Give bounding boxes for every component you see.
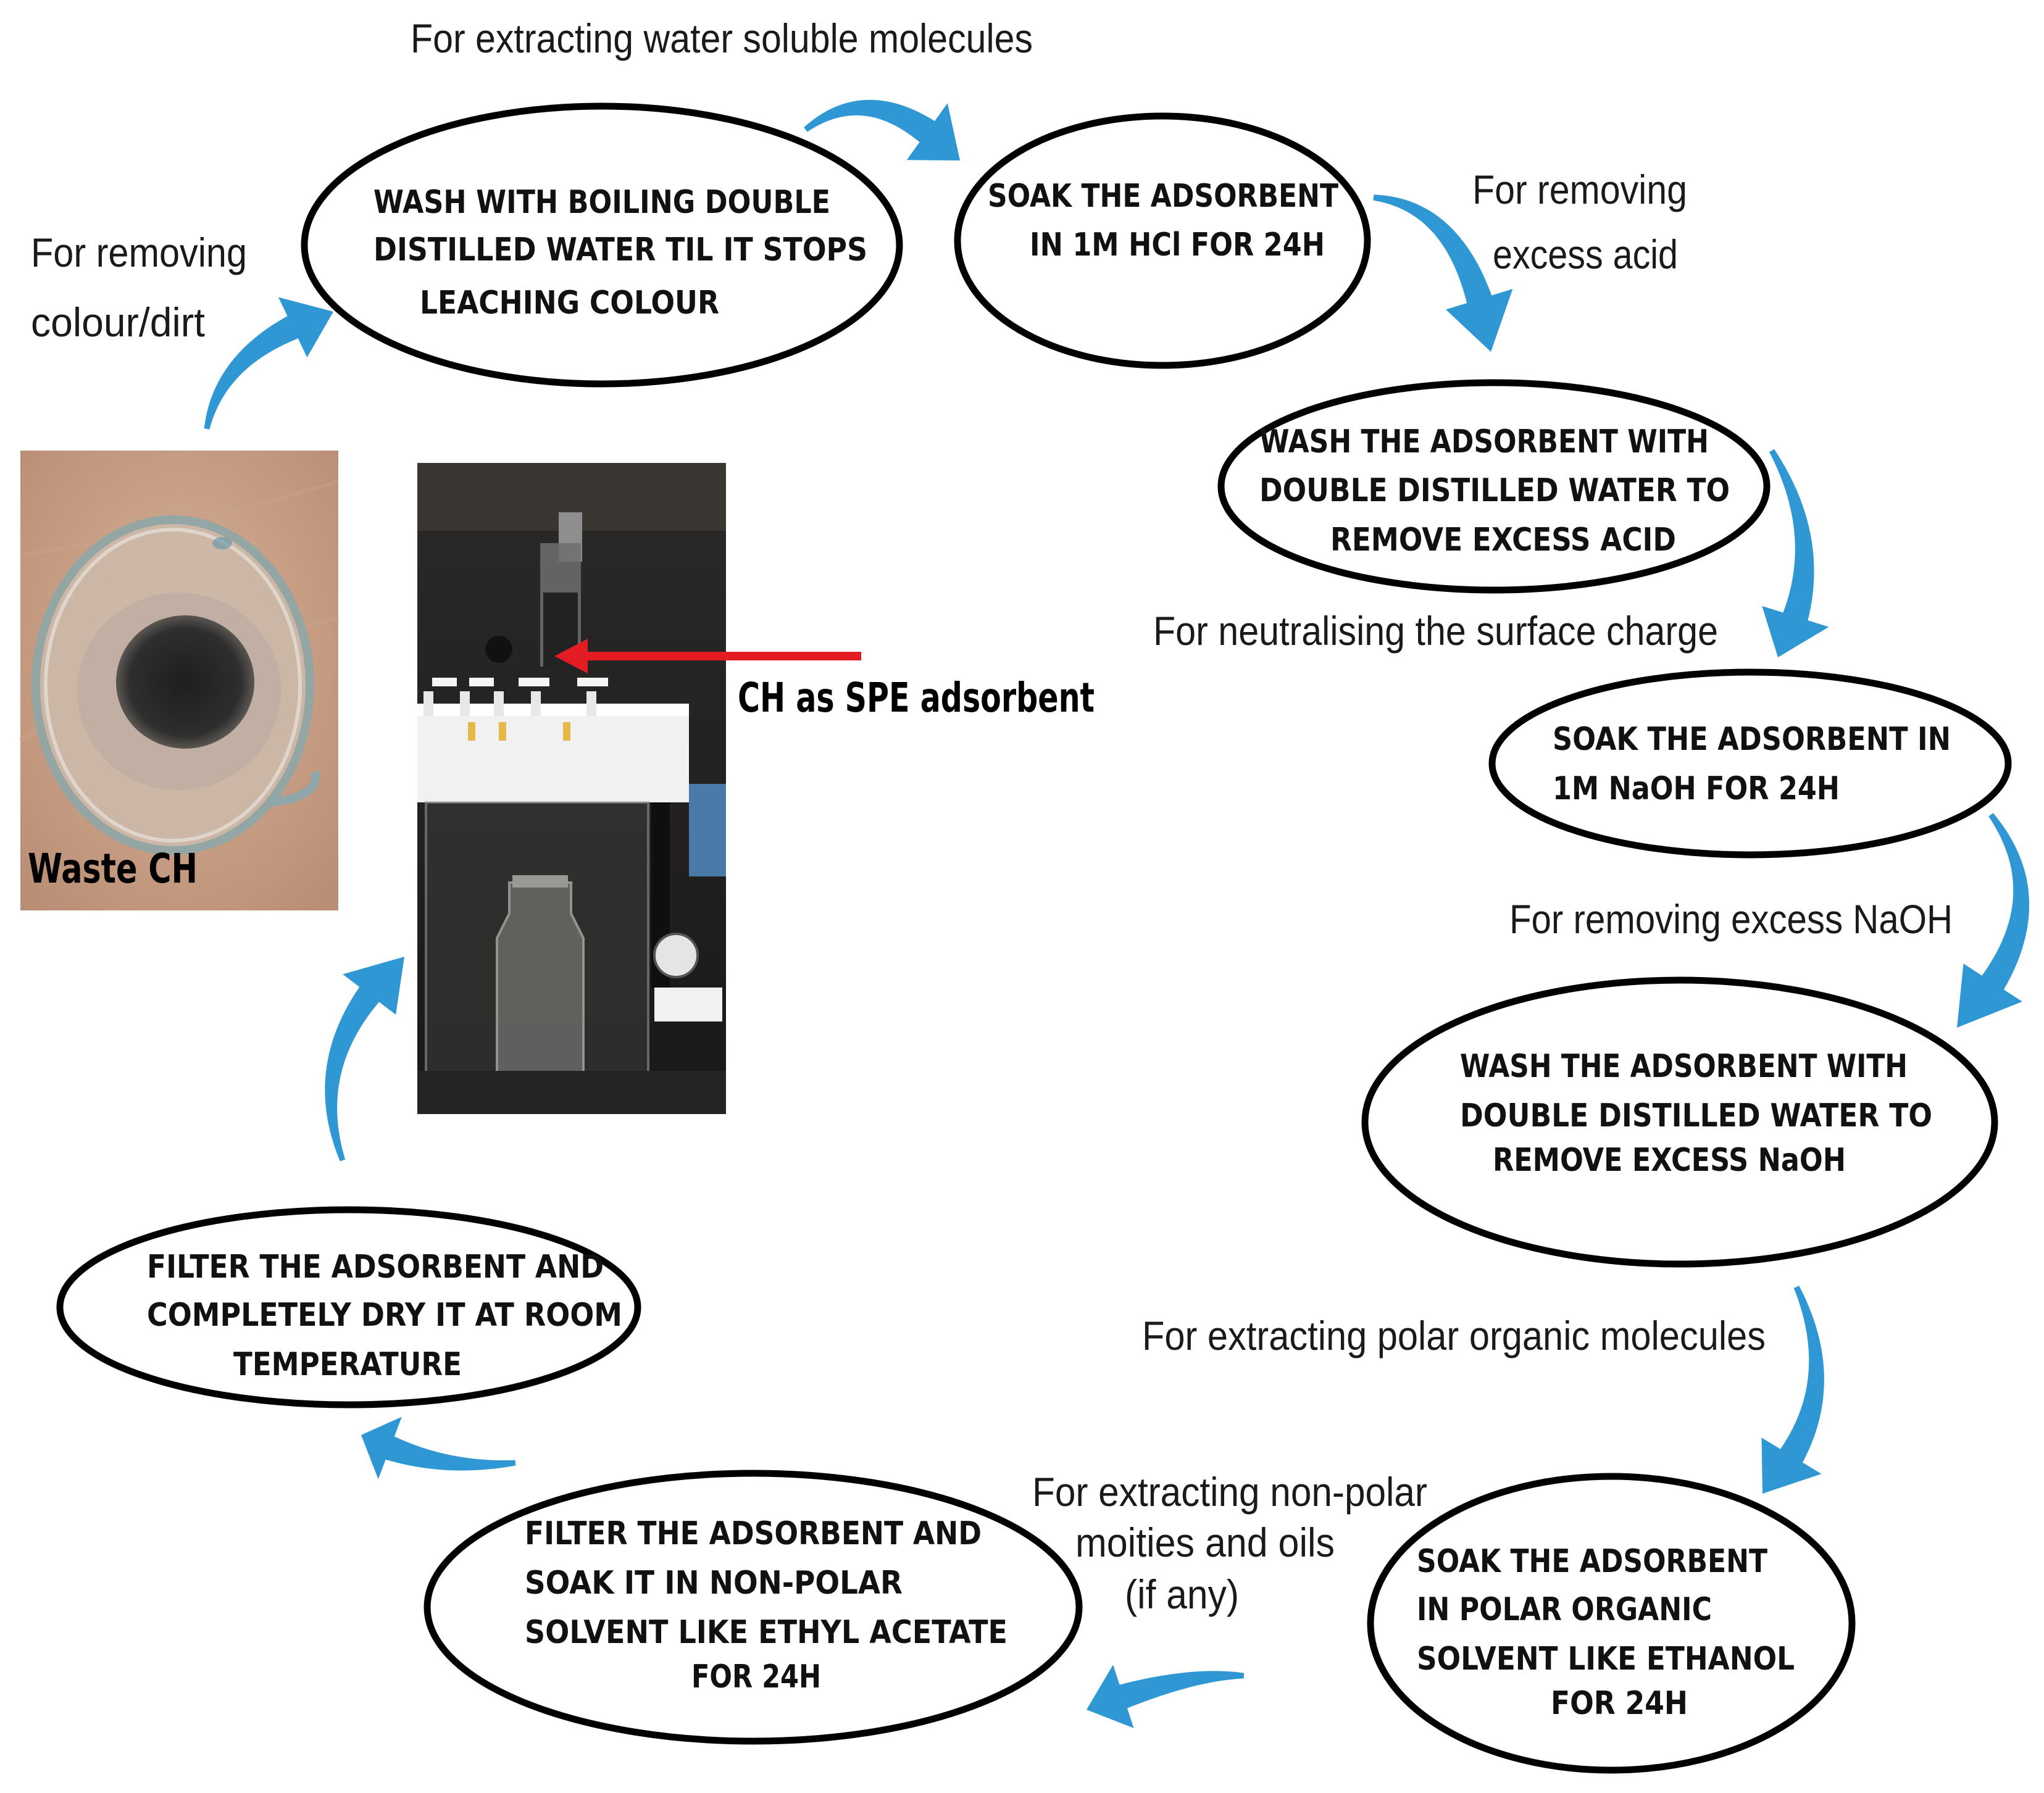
pointer-arrow — [554, 639, 861, 673]
step-text-3: WASH THE ADSORBENT WITH DOUBLE DISTILLED… — [1259, 423, 1730, 559]
flow-arrow-1 — [204, 297, 333, 430]
flow-arrows — [204, 99, 2030, 1728]
condition-3-line-1: For removing — [1472, 167, 1687, 212]
step-text-6: SOAK THE ADSORBENT IN POLAR ORGANIC SOLV… — [1417, 1543, 1795, 1722]
step-2-line-1: SOAK THE ADSORBENT — [988, 178, 1338, 215]
flow-arrow-7 — [1087, 1665, 1245, 1728]
step-text-7: FILTER THE ADSORBENT AND SOAK IT IN NON-… — [525, 1515, 1007, 1695]
step-ellipse-3 — [1217, 379, 1771, 594]
condition-7-line-3: (if any) — [1125, 1571, 1239, 1617]
step-8-line-1: FILTER THE ADSORBENT AND — [147, 1249, 604, 1286]
flow-arrow-9 — [325, 957, 404, 1162]
condition-1-line-2: colour/dirt — [31, 299, 205, 345]
step-ellipse-7 — [423, 1470, 1083, 1745]
step-text-4: SOAK THE ADSORBENT IN 1M NaOH FOR 24H — [1553, 721, 1951, 807]
flow-arrow-2 — [804, 99, 960, 160]
step-2-line-2: IN 1M HCl FOR 24H — [1030, 227, 1325, 264]
step-text-8: FILTER THE ADSORBENT AND COMPLETELY DRY … — [147, 1249, 622, 1383]
condition-2-line-1: For extracting water soluble molecules — [411, 15, 1033, 61]
step-7-line-2: SOAK IT IN NON-POLAR — [525, 1565, 903, 1602]
step-3-line-2: DOUBLE DISTILLED WATER TO — [1259, 472, 1730, 509]
step-5-line-3: REMOVE EXCESS NaOH — [1493, 1142, 1846, 1179]
step-8-line-2: COMPLETELY DRY IT AT ROOM — [147, 1297, 622, 1334]
step-6-line-3: SOLVENT LIKE ETHANOL — [1417, 1641, 1795, 1678]
step-6-line-4: FOR 24H — [1551, 1685, 1688, 1722]
step-5-line-1: WASH THE ADSORBENT WITH — [1460, 1048, 1908, 1085]
condition-label-7: For extracting non-polar moities and oil… — [1032, 1469, 1427, 1617]
step-6-line-1: SOAK THE ADSORBENT — [1417, 1543, 1767, 1580]
flow-arrow-4 — [1762, 449, 1829, 657]
step-text-5: WASH THE ADSORBENT WITH DOUBLE DISTILLED… — [1460, 1048, 1932, 1179]
condition-label-2: For extracting water soluble molecules — [411, 15, 1033, 61]
condition-5-line-1: For removing excess NaOH — [1509, 896, 1953, 942]
condition-label-6: For extracting polar organic molecules — [1142, 1313, 1766, 1358]
step-4-line-1: SOAK THE ADSORBENT IN — [1553, 721, 1951, 758]
flow-arrow-8 — [361, 1417, 516, 1479]
condition-label-1: For removing colour/dirt — [31, 230, 247, 345]
step-7-line-1: FILTER THE ADSORBENT AND — [525, 1515, 982, 1552]
step-ellipse-4 — [1488, 668, 2012, 859]
step-ellipse-5 — [1361, 976, 1998, 1268]
condition-6-line-1: For extracting polar organic molecules — [1142, 1313, 1766, 1358]
condition-7-line-2: moities and oils — [1075, 1520, 1335, 1565]
step-text-1: WASH WITH BOILING DOUBLE DISTILLED WATER… — [373, 184, 867, 322]
step-text-2: SOAK THE ADSORBENT IN 1M HCl FOR 24H — [988, 178, 1338, 264]
flow-arrow-3 — [1373, 194, 1513, 352]
step-ellipse-8 — [56, 1206, 641, 1408]
condition-label-3: For removing excess acid — [1472, 167, 1687, 277]
step-4-line-2: 1M NaOH FOR 24H — [1553, 770, 1840, 807]
step-1-line-3: LEACHING COLOUR — [420, 285, 719, 322]
spe-manifold-photo — [417, 463, 726, 1114]
spe-adsorbent-label: CH as SPE adsorbent — [738, 674, 1095, 722]
condition-3-line-2: excess acid — [1493, 231, 1678, 277]
waste-ch-photo: Waste CH — [19, 451, 340, 910]
step-ellipse-6 — [1367, 1473, 1856, 1774]
flow-arrow-5 — [1957, 813, 2030, 1028]
step-ellipses — [56, 102, 2012, 1774]
waste-ch-label: Waste CH — [28, 845, 198, 892]
step-7-line-3: SOLVENT LIKE ETHYL ACETATE — [525, 1614, 1007, 1651]
step-7-line-4: FOR 24H — [691, 1658, 821, 1695]
step-6-line-2: IN POLAR ORGANIC — [1417, 1591, 1712, 1628]
step-3-line-1: WASH THE ADSORBENT WITH — [1259, 423, 1709, 460]
step-ellipse-2 — [954, 112, 1371, 369]
step-5-line-2: DOUBLE DISTILLED WATER TO — [1460, 1097, 1932, 1134]
condition-4-line-1: For neutralising the surface charge — [1153, 608, 1718, 654]
condition-7-line-1: For extracting non-polar — [1032, 1469, 1427, 1515]
condition-label-5: For removing excess NaOH — [1509, 896, 1953, 942]
flow-arrow-6 — [1761, 1286, 1824, 1494]
condition-label-4: For neutralising the surface charge — [1153, 608, 1718, 654]
step-ellipse-1 — [301, 102, 903, 388]
step-1-line-1: WASH WITH BOILING DOUBLE — [373, 184, 830, 221]
step-8-line-3: TEMPERATURE — [233, 1346, 462, 1383]
condition-1-line-1: For removing — [31, 230, 247, 275]
step-1-line-2: DISTILLED WATER TIL IT STOPS — [373, 231, 867, 268]
step-3-line-3: REMOVE EXCESS ACID — [1330, 522, 1676, 559]
